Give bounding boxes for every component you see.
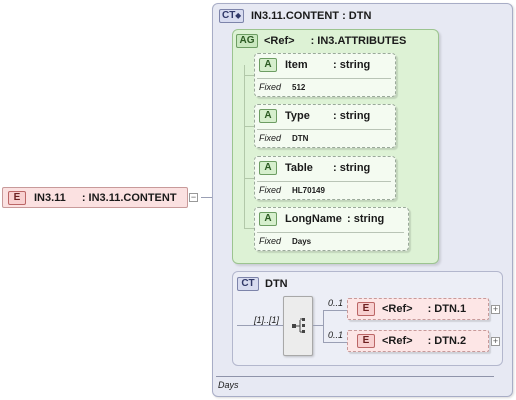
attribute-group-name: : IN3.ATTRIBUTES (310, 35, 407, 47)
child-name: : DTN.2 (427, 335, 467, 347)
ag-inner-trunk (244, 65, 245, 228)
child-cardinality: 0..1 (328, 330, 344, 340)
base-type-header: CT DTN (237, 276, 288, 292)
expand-toggle[interactable]: + (491, 336, 500, 346)
base-type-name: DTN (265, 278, 288, 290)
documentation-text: Days (218, 380, 239, 390)
sequence-cardinality: [1]..[1] (254, 315, 280, 325)
fixed-label: Fixed (259, 236, 282, 246)
branch-line-1 (323, 310, 347, 311)
child-name: : DTN.1 (427, 303, 467, 315)
sequence-branch-vertical (323, 310, 324, 342)
attribute-type[interactable]: A Type : string Fixed DTN (254, 104, 396, 148)
child-ref: <Ref> (382, 303, 413, 315)
child-element-dtn2[interactable]: E <Ref> : DTN.2 (347, 330, 489, 352)
fixed-value: HL70149 (292, 186, 325, 195)
attribute-group-badge: AG (236, 34, 258, 48)
attribute-separator (257, 232, 404, 233)
fixed-value: 512 (292, 83, 306, 92)
attribute-separator (257, 181, 391, 182)
sequence-compositor[interactable] (283, 296, 313, 356)
collapse-toggle[interactable]: − (189, 192, 198, 202)
attribute-item[interactable]: A Item : string Fixed 512 (254, 53, 396, 97)
fixed-value: Days (292, 237, 312, 246)
documentation-separator (216, 376, 494, 377)
fixed-label: Fixed (259, 185, 282, 195)
child-ref: <Ref> (382, 335, 413, 347)
attribute-name: Type (285, 110, 310, 122)
root-element[interactable]: E IN3.11 : IN3.11.CONTENT (2, 187, 188, 208)
complex-type-header: CT⬥ IN3.11.CONTENT : DTN (219, 8, 371, 24)
attribute-group-ref: <Ref> (264, 35, 295, 47)
root-element-name: IN3.11 (34, 191, 66, 204)
sequence-icon: ⬥ (235, 11, 241, 20)
attribute-badge: A (259, 58, 277, 72)
attribute-badge: A (259, 212, 277, 226)
attribute-name: Item (285, 59, 308, 71)
attribute-type-label: : string (347, 213, 385, 225)
attribute-separator (257, 129, 391, 130)
complex-type-title: IN3.11.CONTENT : DTN (251, 10, 372, 22)
attribute-type-label: : string (333, 110, 371, 122)
ag-inner-link-3 (244, 178, 254, 179)
element-badge: E (357, 302, 375, 316)
element-badge: E (357, 334, 375, 348)
ag-inner-link-4 (244, 228, 254, 229)
complex-type-badge: CT⬥ (219, 9, 244, 23)
fixed-label: Fixed (259, 133, 282, 143)
fixed-value: DTN (292, 134, 309, 143)
attribute-type: : string (333, 59, 371, 71)
child-element-dtn1[interactable]: E <Ref> : DTN.1 (347, 298, 489, 320)
root-element-type: : IN3.11.CONTENT (81, 191, 177, 204)
branch-line-2 (323, 342, 347, 343)
attribute-badge: A (259, 109, 277, 123)
sequence-icon (292, 318, 305, 333)
fixed-label: Fixed (259, 82, 282, 92)
sequence-in-line (237, 325, 283, 326)
ag-inner-link-1 (244, 75, 254, 76)
ag-inner-link-2 (244, 126, 254, 127)
attribute-name: LongName (285, 213, 342, 225)
expand-toggle[interactable]: + (491, 304, 500, 314)
attribute-group-header: AG <Ref> : IN3.ATTRIBUTES (236, 33, 406, 49)
attribute-longname[interactable]: A LongName : string Fixed Days (254, 207, 409, 251)
attribute-type-label: : string (333, 162, 371, 174)
base-type-badge: CT (237, 277, 259, 291)
child-cardinality: 0..1 (328, 298, 344, 308)
attribute-badge: A (259, 161, 277, 175)
attribute-table[interactable]: A Table : string Fixed HL70149 (254, 156, 396, 200)
root-connector (201, 197, 222, 198)
attribute-separator (257, 78, 391, 79)
element-badge: E (8, 190, 26, 205)
attribute-name: Table (285, 162, 313, 174)
sequence-out-line (313, 325, 323, 326)
